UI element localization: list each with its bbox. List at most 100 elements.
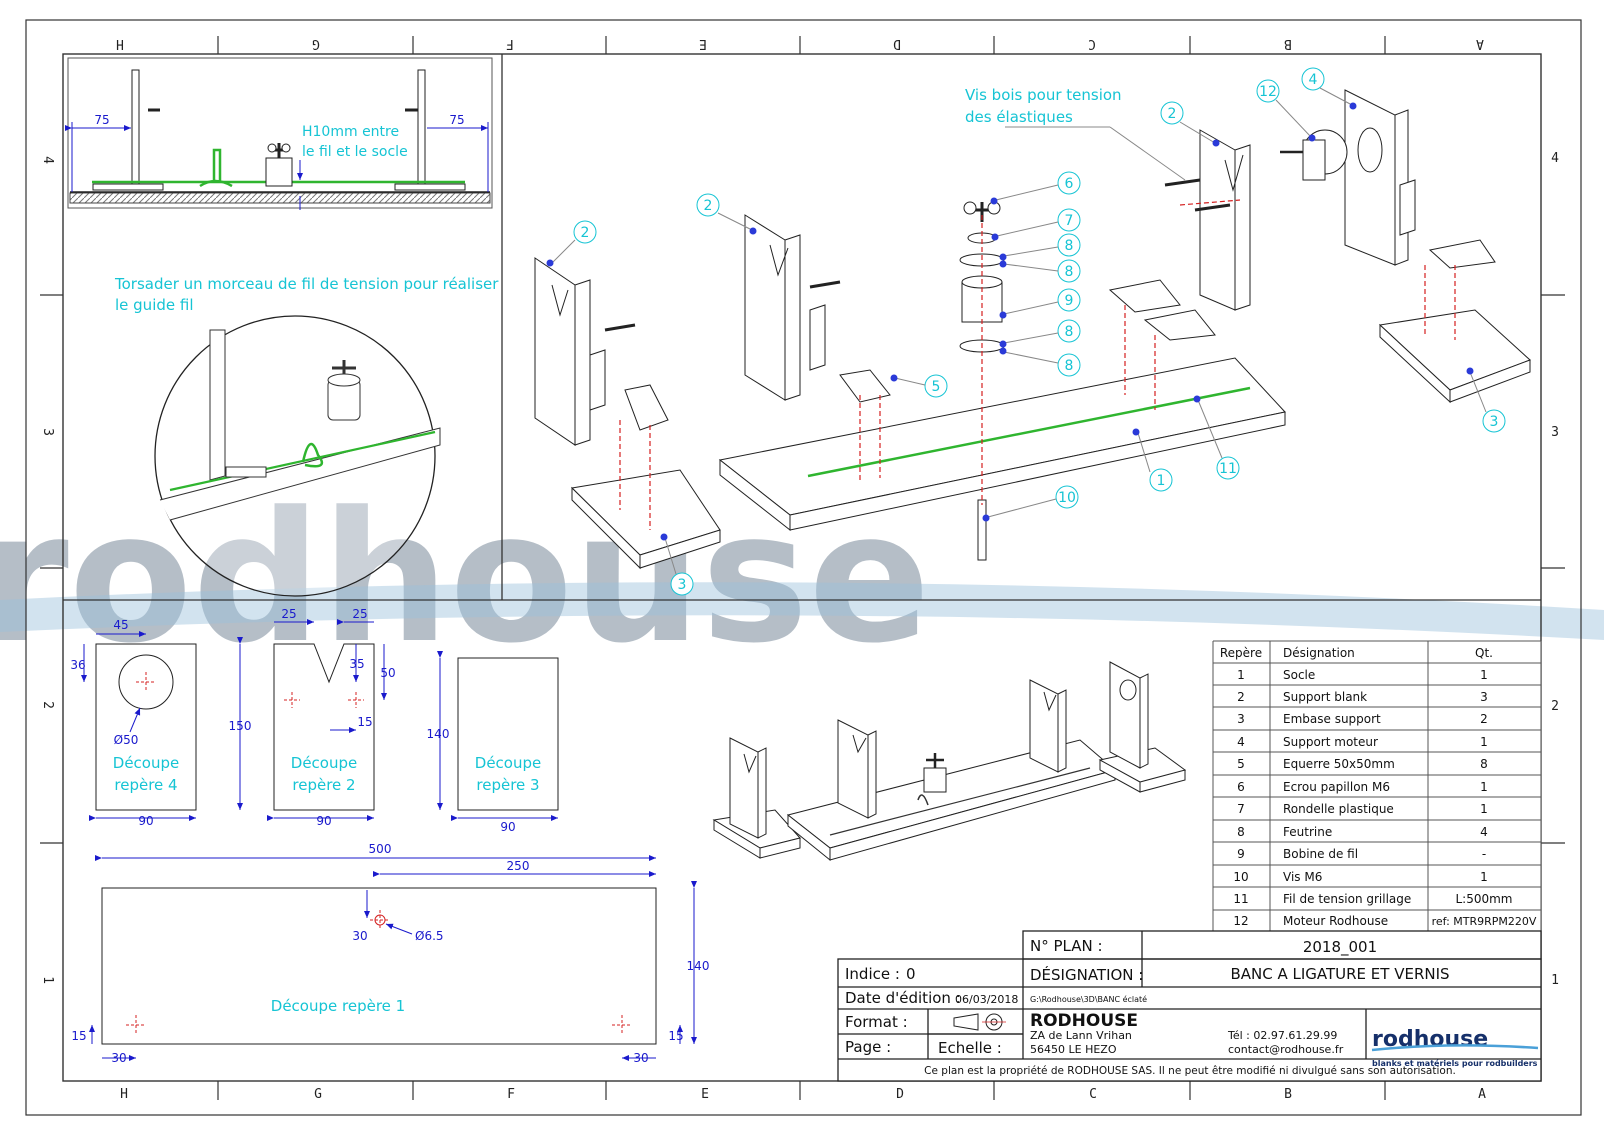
bom-cell: 3 bbox=[1480, 690, 1488, 704]
bom-cell: 3 bbox=[1237, 712, 1245, 726]
svg-text:6: 6 bbox=[1065, 176, 1074, 192]
callout-8a: 8 bbox=[999, 233, 1081, 261]
zone-top-h: H bbox=[116, 36, 124, 51]
outer-border bbox=[25, 19, 1582, 1116]
c3-label-line2: repère 3 bbox=[476, 776, 539, 794]
callout-10: 10 bbox=[982, 485, 1079, 522]
bom-cell: Feutrine bbox=[1283, 825, 1332, 839]
c1-dim-height: 140 bbox=[687, 959, 710, 973]
bom-cell: - bbox=[1482, 847, 1486, 861]
file-path: G:\Rodhouse\3D\BANC éclaté bbox=[1030, 994, 1147, 1004]
callout-3b: 3 bbox=[1466, 367, 1506, 433]
rodhouse-logo: rodhouse blanks et matériels pour rodbui… bbox=[1371, 1027, 1539, 1068]
zone-bottom-d: D bbox=[896, 1087, 904, 1102]
c2-dim-top-right: 25 bbox=[352, 607, 367, 621]
c2-dim-35: 35 bbox=[349, 657, 364, 671]
svg-text:3: 3 bbox=[678, 577, 687, 593]
svg-text:10: 10 bbox=[1058, 490, 1076, 506]
cutout-1: 500 250 140 Ø6.5 30 15 15 30 30 Découpe … bbox=[71, 842, 709, 1065]
bom-cell: 11 bbox=[1233, 892, 1248, 906]
svg-text:2: 2 bbox=[1168, 106, 1177, 122]
callout-4: 4 bbox=[1301, 67, 1357, 110]
bom-cell: 1 bbox=[1480, 780, 1488, 794]
callout-6: 6 bbox=[990, 171, 1081, 205]
cutout-2: 25 25 35 50 15 150 90 Découpe repère 2 bbox=[229, 607, 396, 828]
plan-number-label: N° PLAN : bbox=[1030, 937, 1103, 955]
callout-8c: 8 bbox=[999, 319, 1081, 348]
assembled-view bbox=[712, 661, 1187, 862]
format-label: Format : bbox=[845, 1013, 908, 1031]
c3-dim-width: 90 bbox=[500, 820, 515, 834]
c1-dim-30: 30 bbox=[352, 929, 367, 943]
zone-top-b: B bbox=[1284, 36, 1292, 51]
bom-cell: Vis M6 bbox=[1283, 870, 1322, 884]
svg-text:8: 8 bbox=[1065, 358, 1074, 374]
date-value: 06/03/2018 bbox=[955, 993, 1018, 1006]
zone-bottom-e: E bbox=[701, 1087, 709, 1102]
svg-text:3: 3 bbox=[1490, 414, 1499, 430]
svg-text:11: 11 bbox=[1219, 461, 1237, 477]
c1-dim-left-15: 15 bbox=[71, 1029, 86, 1043]
bom-cell: Support moteur bbox=[1283, 735, 1378, 749]
address-line2: 56450 LE HEZO bbox=[1030, 1043, 1117, 1056]
guide-note-line1: Torsader un morceau de fil de tension po… bbox=[114, 275, 499, 293]
callout-5: 5 bbox=[890, 374, 948, 398]
screw-note-line1: Vis bois pour tension bbox=[965, 86, 1122, 104]
svg-text:8: 8 bbox=[1065, 264, 1074, 280]
callout-2a: 2 bbox=[546, 220, 597, 267]
zone-right-3: 3 bbox=[1551, 425, 1559, 440]
zone-left-1: 1 bbox=[40, 976, 55, 984]
bom-cell: Rondelle plastique bbox=[1283, 802, 1394, 816]
detail-circle bbox=[154, 315, 441, 597]
bom-cell: ref: MTR9RPM220V bbox=[1432, 915, 1537, 928]
svg-text:8: 8 bbox=[1065, 238, 1074, 254]
bom-cell: 10 bbox=[1233, 870, 1248, 884]
c2-dim-width: 90 bbox=[316, 814, 331, 828]
logo-tagline: blanks et matériels pour rodbuilders bbox=[1372, 1058, 1538, 1068]
zone-bottom-b: B bbox=[1284, 1087, 1292, 1102]
callout-7: 7 bbox=[991, 208, 1081, 241]
zone-top-c: C bbox=[1088, 36, 1096, 51]
bom-cell: 5 bbox=[1237, 757, 1245, 771]
bom-header-designation: Désignation bbox=[1283, 646, 1355, 660]
screw-note-line2: des élastiques bbox=[965, 108, 1073, 126]
callout-2b: 2 bbox=[696, 193, 757, 235]
callout-8d: 8 bbox=[999, 347, 1081, 377]
callout-1: 1 bbox=[1132, 428, 1173, 492]
side-view: 75 75 H10mm entre le fil et le socle bbox=[65, 69, 491, 210]
dim-right-75: 75 bbox=[449, 113, 464, 127]
cutout-4: 45 36 Ø50 90 Découpe repère 4 bbox=[70, 618, 197, 828]
c1-dim-hole: Ø6.5 bbox=[415, 929, 444, 943]
svg-text:4: 4 bbox=[1309, 72, 1318, 88]
svg-text:12: 12 bbox=[1259, 84, 1277, 100]
dim-left-75: 75 bbox=[94, 113, 109, 127]
zone-right-1: 1 bbox=[1551, 973, 1559, 988]
zone-bottom-g: G bbox=[314, 1087, 322, 1102]
email: contact@rodhouse.fr bbox=[1228, 1043, 1344, 1056]
zone-right-4: 4 bbox=[1551, 151, 1559, 166]
c4-dim-dia: Ø50 bbox=[114, 733, 139, 747]
svg-text:2: 2 bbox=[581, 225, 590, 241]
zone-labels: H G F E D C B A H G F E D C B A 4 3 2 1 … bbox=[40, 36, 1559, 1102]
cutout-3: 140 90 Découpe repère 3 bbox=[427, 651, 559, 834]
c1-dim-right-15: 15 bbox=[668, 1029, 683, 1043]
zone-bottom-a: A bbox=[1478, 1087, 1486, 1102]
bom-cell: 1 bbox=[1480, 735, 1488, 749]
c2-dim-height: 150 bbox=[229, 719, 252, 733]
zone-left-2: 2 bbox=[40, 701, 55, 709]
bom-cell: 1 bbox=[1480, 802, 1488, 816]
bom-header-qt: Qt. bbox=[1475, 646, 1493, 660]
bom-cell: 1 bbox=[1480, 668, 1488, 682]
ownership-notice: Ce plan est la propriété de RODHOUSE SAS… bbox=[924, 1065, 1456, 1077]
side-view-frame bbox=[67, 57, 493, 209]
bom-cell: 4 bbox=[1237, 735, 1245, 749]
phone: Tél : 02.97.61.29.99 bbox=[1227, 1029, 1337, 1042]
svg-text:2: 2 bbox=[704, 198, 713, 214]
zone-top-d: D bbox=[893, 36, 901, 51]
bom-cell: Socle bbox=[1283, 668, 1315, 682]
bom-cell: L:500mm bbox=[1455, 892, 1512, 906]
clearance-note-line2: le fil et le socle bbox=[302, 144, 408, 160]
bom-cell: Bobine de fil bbox=[1283, 847, 1358, 861]
zone-right-2: 2 bbox=[1551, 699, 1559, 714]
